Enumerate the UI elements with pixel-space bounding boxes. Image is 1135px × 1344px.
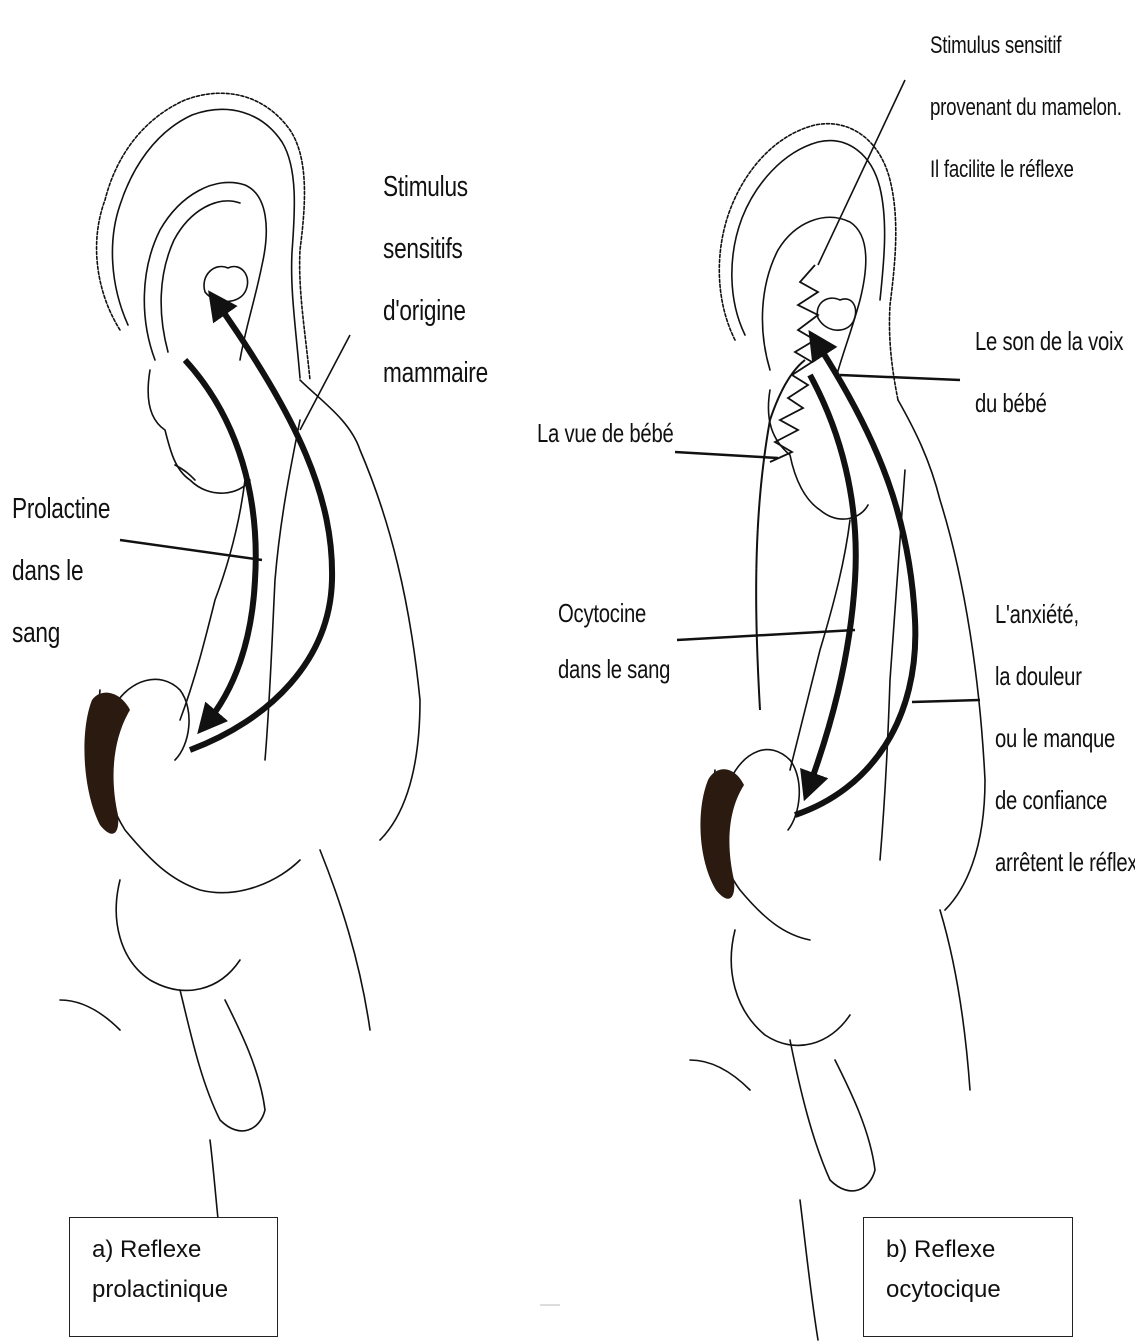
label-line: Stimulus — [383, 156, 488, 218]
stimulus-arrow-a — [190, 300, 332, 750]
caption-line: prolactinique — [92, 1270, 277, 1310]
mother-body-b — [898, 400, 985, 910]
mother-body-a — [300, 380, 420, 840]
leader-anxiete — [912, 700, 980, 702]
label-line: d'origine — [383, 280, 488, 342]
label-line: de confiance — [995, 769, 1135, 831]
baby-a — [98, 690, 300, 893]
label-line: ou le manque — [995, 707, 1135, 769]
label-stimulus-sensitifs: Stimulus sensitifs d'origine mammaire — [383, 156, 488, 404]
leader-stimulus-a — [300, 335, 350, 430]
label-son-voix: Le son de la voix du bébé — [975, 310, 1123, 434]
label-line: sang — [12, 602, 110, 664]
leader-prolactine — [120, 540, 262, 560]
vue-bebe-arrow — [756, 360, 805, 710]
label-line: L'anxiété, — [995, 583, 1135, 645]
label-prolactine: Prolactine dans le sang — [12, 478, 110, 664]
label-line: dans le — [12, 540, 110, 602]
label-line: dans le sang — [558, 641, 670, 697]
label-line: Le son de la voix — [975, 310, 1123, 372]
zigzag-signal — [770, 265, 818, 462]
label-line: Ocytocine — [558, 585, 670, 641]
label-line: provenant du mamelon. — [930, 77, 1122, 139]
caption-a: a) Reflexe prolactinique — [69, 1217, 278, 1337]
leader-vue-bebe — [675, 452, 778, 458]
label-vue-bebe: La vue de bébé — [537, 415, 674, 451]
label-ocytocine: Ocytocine dans le sang — [558, 585, 670, 697]
label-line: sensitifs — [383, 218, 488, 280]
label-line: Il facilite le réflexe — [930, 139, 1122, 201]
mother-face-a — [148, 370, 250, 493]
label-line: arrêtent le réflexe — [995, 831, 1135, 893]
panel-a-drawing — [60, 93, 420, 1280]
mother-hand-a — [180, 990, 265, 1131]
leader-ocytocine — [677, 630, 855, 640]
leader-son-voix — [840, 375, 960, 380]
ocytocine-arrow — [808, 375, 856, 790]
label-line: Prolactine — [12, 478, 110, 540]
label-line: du bébé — [975, 372, 1123, 434]
caption-line: a) Reflexe — [92, 1230, 277, 1270]
caption-b: b) Reflexe ocytocique — [863, 1217, 1073, 1337]
brain-b — [762, 217, 865, 378]
caption-line: ocytocique — [886, 1270, 1072, 1310]
caption-line: b) Reflexe — [886, 1230, 1072, 1270]
label-line: la douleur — [995, 645, 1135, 707]
label-line: La vue de bébé — [537, 415, 674, 451]
label-line: mammaire — [383, 342, 488, 404]
label-anxiete: L'anxiété, la douleur ou le manque de co… — [995, 583, 1135, 893]
label-stimulus-mamelon: Stimulus sensitif provenant du mamelon. … — [930, 15, 1122, 201]
mother-hand-b — [790, 1040, 875, 1191]
baby-hair-b — [700, 769, 744, 898]
baby-hair-a — [84, 693, 130, 834]
panel-b-drawing — [690, 124, 985, 1340]
brain-a — [144, 182, 266, 360]
label-line: Stimulus sensitif — [930, 15, 1122, 77]
